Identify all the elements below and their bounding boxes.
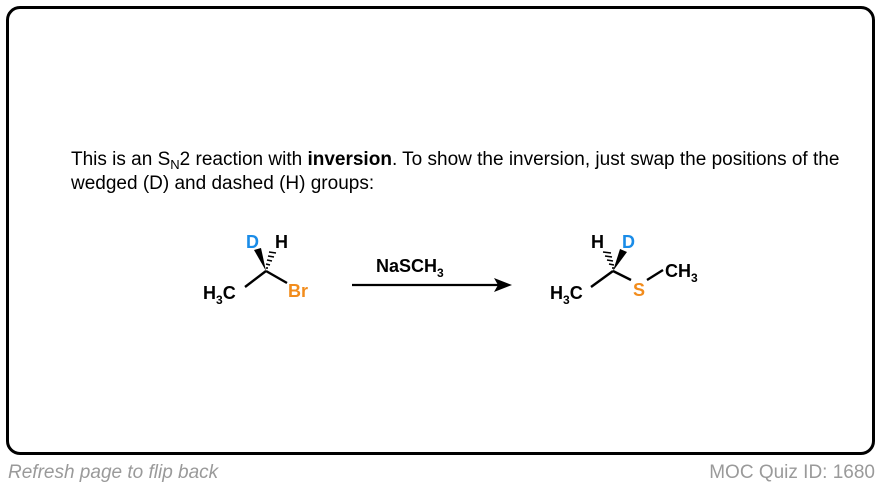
reactant-wedge-bond: [254, 248, 266, 271]
explanation-part3: . To show the inversion, just swap the p…: [71, 149, 840, 194]
product-cs-bond: [612, 269, 632, 282]
product-terminal-methyl-label: CH3: [665, 261, 698, 285]
reactant-methyl-label: H3C: [203, 283, 236, 307]
inversion-emphasis: inversion: [307, 149, 392, 170]
explanation-part2: 2 reaction with: [179, 149, 308, 170]
explanation-part1: This is an S: [71, 149, 171, 170]
product-deuterium-label: D: [622, 232, 635, 252]
reactant-dash-bond: [265, 251, 277, 269]
product-hydrogen-label: H: [591, 232, 604, 252]
sn2-subscript: N: [170, 157, 180, 172]
refresh-hint: Refresh page to flip back: [8, 462, 219, 483]
product-wedge-bond: [613, 249, 627, 271]
arrow-head: [494, 278, 512, 292]
reaction-arrow: [352, 278, 512, 292]
explanation-text: This is an SN2 reaction with inversion. …: [71, 148, 851, 196]
reactant-leaving-bond: [265, 269, 288, 285]
product-dash-bond: [602, 251, 615, 269]
quiz-id: MOC Quiz ID: 1680: [709, 462, 875, 483]
content-card: [6, 6, 875, 455]
reagent-label: NaSCH3: [376, 256, 444, 280]
sulfur-label: S: [633, 280, 645, 300]
product-s-methyl-bond: [646, 268, 664, 282]
product-methyl-bond: [590, 270, 614, 288]
product-molecule: H3C H D S CH3: [550, 232, 698, 307]
reactant-molecule: H3C D H Br: [203, 232, 308, 307]
bromine-label: Br: [288, 281, 308, 301]
reactant-hydrogen-label: H: [275, 232, 288, 252]
product-methyl-label: H3C: [550, 283, 583, 307]
reactant-deuterium-label: D: [246, 232, 259, 252]
reactant-methyl-bond: [244, 270, 267, 288]
